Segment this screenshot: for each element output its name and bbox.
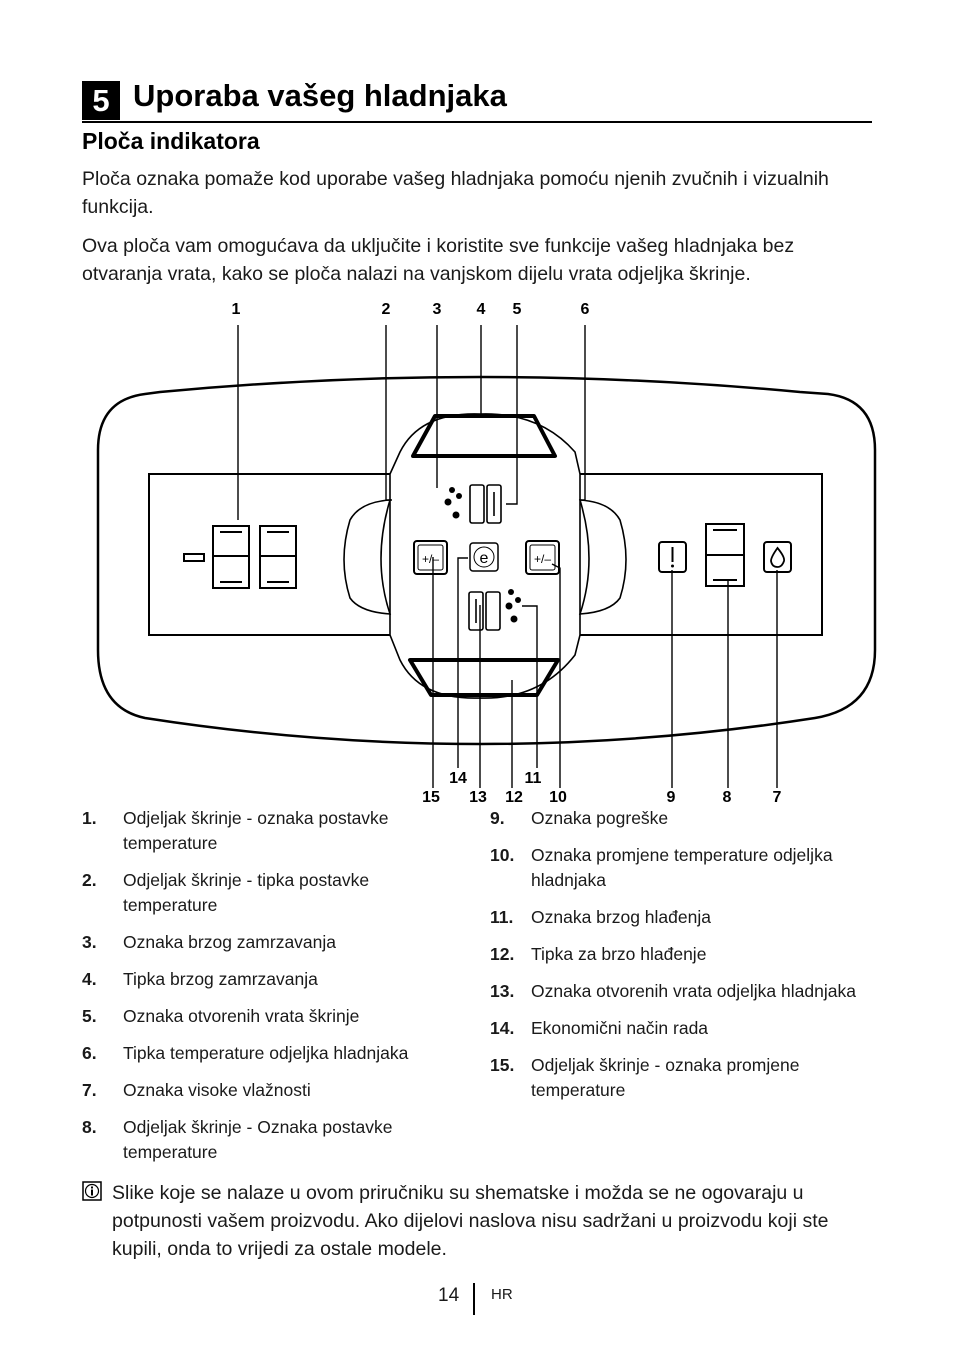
- list-item-number: 5.: [82, 1006, 97, 1026]
- callout-label-14: 14: [449, 770, 467, 787]
- list-item-text: Tipka brzog zamrzavanja: [123, 969, 318, 989]
- callout-label-13: 13: [469, 789, 487, 806]
- callout-label-7: 7: [773, 789, 782, 806]
- section-number: 5: [82, 81, 120, 120]
- subsection-title: Ploča indikatora: [82, 128, 260, 154]
- list-item-number: 11.: [490, 907, 514, 927]
- list-item-number: 12.: [490, 944, 515, 964]
- quick-cool-indicator-icon: [505, 589, 521, 623]
- list-item-text: Oznaka promjene temperature odjeljka hla…: [531, 845, 833, 890]
- freezer-door-open-icon: [469, 484, 502, 524]
- list-item-number: 14.: [490, 1018, 515, 1038]
- legend-right: 9. Oznaka pogreške 10. Oznaka promjene tem…: [490, 806, 872, 1115]
- humidity-indicator-icon: [763, 541, 792, 573]
- intro-paragraph-2: Ova ploča vam omogućava da uključite i k…: [82, 235, 795, 285]
- callout-label-15: 15: [422, 789, 440, 806]
- list-item: 7. Oznaka visoke vlažnosti: [82, 1078, 462, 1103]
- list-item: 6. Tipka temperature odjeljka hladnjaka: [82, 1041, 462, 1066]
- list-item-number: 6.: [82, 1043, 97, 1063]
- list-item-number: 10.: [490, 845, 515, 865]
- list-item: 13. Oznaka otvorenih vrata odjeljka hladn…: [490, 979, 872, 1004]
- page-number: 14: [438, 1285, 460, 1306]
- list-item-number: 4.: [82, 969, 97, 989]
- callout-label-12: 12: [505, 789, 523, 806]
- fridge-temp-display: [705, 523, 745, 587]
- top-callout-numbers: 1 2 3 4 5 6: [232, 301, 590, 318]
- footer-divider: [473, 1283, 475, 1315]
- error-indicator-icon: [658, 541, 687, 573]
- list-item-number: 13.: [490, 981, 515, 1001]
- list-item-number: 2.: [82, 870, 97, 890]
- freezer-temp-button: [343, 499, 392, 615]
- callout-label-1: 1: [232, 301, 241, 318]
- list-item-text: Tipka temperature odjeljka hladnjaka: [123, 1043, 409, 1063]
- list-item-text: Odjeljak škrinje - oznaka postavke tempe…: [123, 808, 389, 853]
- quick-freeze-indicator-icon: [444, 487, 462, 519]
- list-item-number: 8.: [82, 1117, 97, 1137]
- list-item: 2. Odjeljak škrinje - tipka postavke temp…: [82, 868, 462, 918]
- list-item: 4. Tipka brzog zamrzavanja: [82, 967, 462, 992]
- list-item-text: Odjeljak škrinje - oznaka promjene tempe…: [531, 1055, 800, 1100]
- callout-lines-top: [237, 325, 586, 520]
- freezer-plus-minus-button: +/–: [413, 540, 448, 575]
- fridge-temp-button: [578, 499, 627, 615]
- list-item-number: 1.: [82, 808, 97, 828]
- list-item-text: Oznaka otvorenih vrata škrinje: [123, 1006, 360, 1026]
- list-item-number: 7.: [82, 1080, 97, 1100]
- list-item: 10. Oznaka promjene temperature odjeljka …: [490, 843, 872, 893]
- list-item: 5. Oznaka otvorenih vrata škrinje: [82, 1004, 462, 1029]
- callout-label-10: 10: [549, 789, 567, 806]
- panel-outline: [96, 375, 877, 746]
- callout-label-11: 11: [525, 770, 542, 787]
- callout-label-6: 6: [581, 301, 590, 318]
- list-item-text: Odjeljak škrinje - tipka postavke temper…: [123, 870, 370, 915]
- list-item: 1. Odjeljak škrinje - oznaka postavke tem…: [82, 806, 462, 856]
- eco-mode-icon: e: [469, 542, 499, 572]
- callout-label-5: 5: [513, 301, 522, 318]
- info-icon: [82, 1181, 102, 1201]
- fridge-plus-minus-label: +/–: [534, 552, 551, 566]
- legend-left: 1. Odjeljak škrinje - oznaka postavke tem…: [82, 806, 462, 1177]
- list-item-text: Ekonomični način rada: [531, 1018, 709, 1038]
- list-item: 11. Oznaka brzog hlađenja: [490, 905, 872, 930]
- list-item-text: Odjeljak škrinje - Oznaka postavke tempe…: [123, 1117, 393, 1162]
- quick-freeze-button: [411, 414, 557, 458]
- list-item-text: Tipka za brzo hlađenje: [531, 944, 707, 964]
- note-text: Slike koje se nalaze u ovom priručniku s…: [112, 1182, 829, 1260]
- list-item-number: 3.: [82, 932, 97, 952]
- list-item-text: Oznaka otvorenih vrata odjeljka hladnjak…: [531, 981, 856, 1001]
- intro-paragraph-1: Ploča oznaka pomaže kod uporabe vašeg hl…: [82, 168, 829, 218]
- callout-label-4: 4: [477, 301, 486, 318]
- indicator-panel-diagram: +/– +/– e: [96, 301, 877, 806]
- bottom-callout-numbers: 14 11 15 13 12 10 9 8 7: [422, 770, 781, 806]
- section-rule: [82, 121, 872, 123]
- list-item: 12. Tipka za brzo hlađenje: [490, 942, 872, 967]
- callout-label-3: 3: [433, 301, 442, 318]
- list-item-text: Oznaka pogreške: [531, 808, 669, 828]
- callout-label-8: 8: [723, 789, 732, 806]
- callout-label-2: 2: [382, 301, 391, 318]
- freezer-plus-minus-label: +/–: [422, 552, 439, 566]
- list-item: 15. Odjeljak škrinje - oznaka promjene te…: [490, 1053, 872, 1103]
- list-item-number: 15.: [490, 1055, 515, 1075]
- list-item-number: 9.: [490, 808, 505, 828]
- list-item-text: Oznaka brzog zamrzavanja: [123, 932, 337, 952]
- language-code: HR: [491, 1286, 513, 1303]
- list-item: 14. Ekonomični način rada: [490, 1016, 872, 1041]
- freezer-temp-display: [183, 525, 297, 589]
- list-item: 8. Odjeljak škrinje - Oznaka postavke tem…: [82, 1115, 462, 1165]
- section-title: Uporaba vašeg hladnjaka: [133, 78, 507, 113]
- list-item: 3. Oznaka brzog zamrzavanja: [82, 930, 462, 955]
- callout-lines-bottom: [432, 557, 778, 788]
- fridge-plus-minus-button: +/–: [525, 540, 560, 575]
- callout-label-9: 9: [667, 789, 676, 806]
- list-item-text: Oznaka brzog hlađenja: [531, 907, 711, 927]
- fridge-door-open-icon: [468, 591, 501, 631]
- list-item-text: Oznaka visoke vlažnosti: [123, 1080, 311, 1100]
- list-item: 9. Oznaka pogreške: [490, 806, 872, 831]
- eco-mode-symbol: e: [480, 550, 489, 567]
